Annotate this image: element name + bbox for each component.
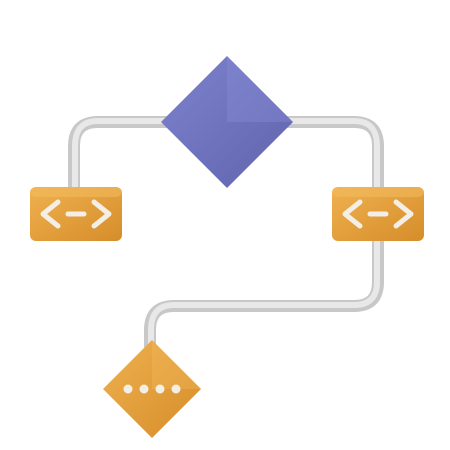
connector-top-to-right — [282, 116, 384, 194]
connector-top-to-left-highlight — [72, 118, 171, 191]
connector-right-to-bottom-highlight — [148, 237, 380, 349]
connector-top-to-right-highlight — [285, 118, 380, 191]
ellipsis-dots-icon — [123, 384, 181, 394]
decision-diamond-top — [161, 56, 293, 188]
connectors — [68, 116, 384, 352]
code-block-left — [30, 187, 122, 241]
terminal-diamond-bottom — [103, 340, 201, 438]
connector-top-to-left — [68, 116, 174, 194]
code-brackets-icon — [40, 199, 112, 229]
connector-right-to-bottom — [144, 234, 384, 352]
code-brackets-icon — [342, 199, 414, 229]
code-block-right — [332, 187, 424, 241]
